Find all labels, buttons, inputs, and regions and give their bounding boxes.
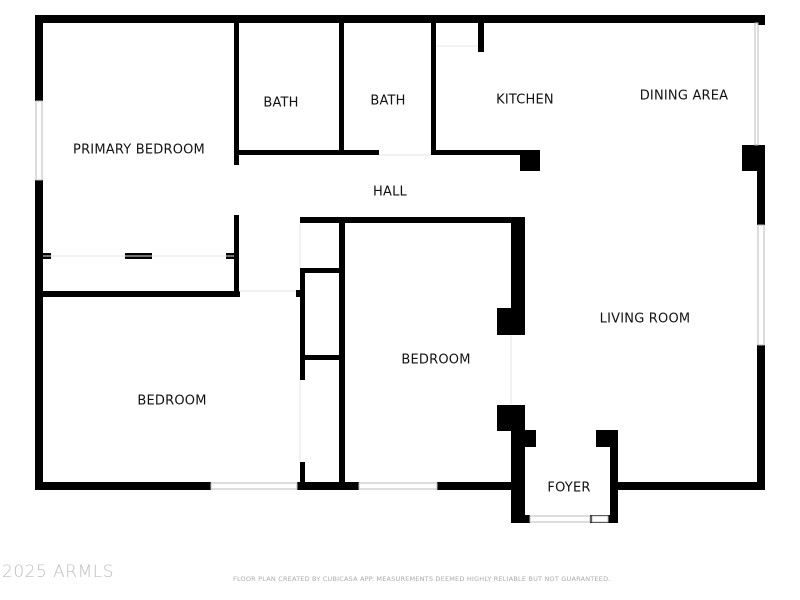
outer-wall-left-lower — [35, 180, 43, 490]
window — [591, 515, 609, 523]
wall — [497, 308, 525, 335]
wall — [300, 217, 525, 223]
window — [757, 224, 765, 346]
walls — [35, 15, 765, 523]
wall — [339, 23, 344, 155]
wall — [300, 355, 345, 360]
outer-wall-bottom-a — [35, 482, 211, 490]
wall — [300, 273, 305, 380]
room-label-bedroom: BEDROOM — [137, 393, 207, 409]
wall — [300, 462, 305, 482]
wall — [518, 515, 530, 523]
window — [529, 515, 591, 523]
outer-wall-left-upper — [35, 15, 43, 101]
wall — [234, 23, 239, 165]
wall — [742, 145, 765, 171]
window — [358, 482, 438, 490]
wall — [339, 217, 345, 482]
wall — [431, 150, 540, 155]
window — [210, 482, 298, 490]
wall — [610, 430, 618, 523]
wall — [478, 23, 484, 52]
wall — [300, 268, 345, 273]
wall — [234, 215, 239, 295]
wall — [511, 430, 536, 447]
wall — [511, 405, 525, 523]
room-label-bedroom: BEDROOM — [401, 352, 471, 368]
wall — [511, 217, 525, 335]
room-label-bath: BATH — [370, 93, 406, 109]
outer-wall-right-top — [757, 15, 765, 25]
wall — [431, 23, 436, 155]
room-label-hall: HALL — [373, 184, 407, 200]
room-label-primary-bedroom: PRIMARY BEDROOM — [73, 142, 205, 158]
room-label-bath: BATH — [263, 95, 299, 111]
window — [754, 22, 759, 146]
wall — [520, 150, 540, 171]
outer-wall-top — [35, 15, 765, 23]
watermark: 2025 ARMLS — [2, 562, 115, 582]
room-label-living-room: LIVING ROOM — [599, 311, 691, 327]
wall — [239, 150, 379, 155]
room-label-kitchen: KITCHEN — [496, 92, 554, 108]
room-label-dining-area: DINING AREA — [639, 88, 729, 104]
outer-wall-bottom-c — [437, 482, 520, 490]
footer-note: FLOOR PLAN CREATED BY CUBICASA APP. MEAS… — [233, 575, 611, 583]
room-label-foyer: FOYER — [547, 480, 591, 496]
window — [35, 100, 43, 181]
outer-wall-right-b — [757, 345, 765, 490]
outer-wall-right-a — [757, 145, 765, 225]
outer-wall-bottom-d — [612, 482, 765, 490]
openings — [43, 45, 512, 462]
windows — [35, 22, 765, 523]
outer-wall-bottom-b — [297, 482, 359, 490]
wall — [43, 291, 240, 297]
